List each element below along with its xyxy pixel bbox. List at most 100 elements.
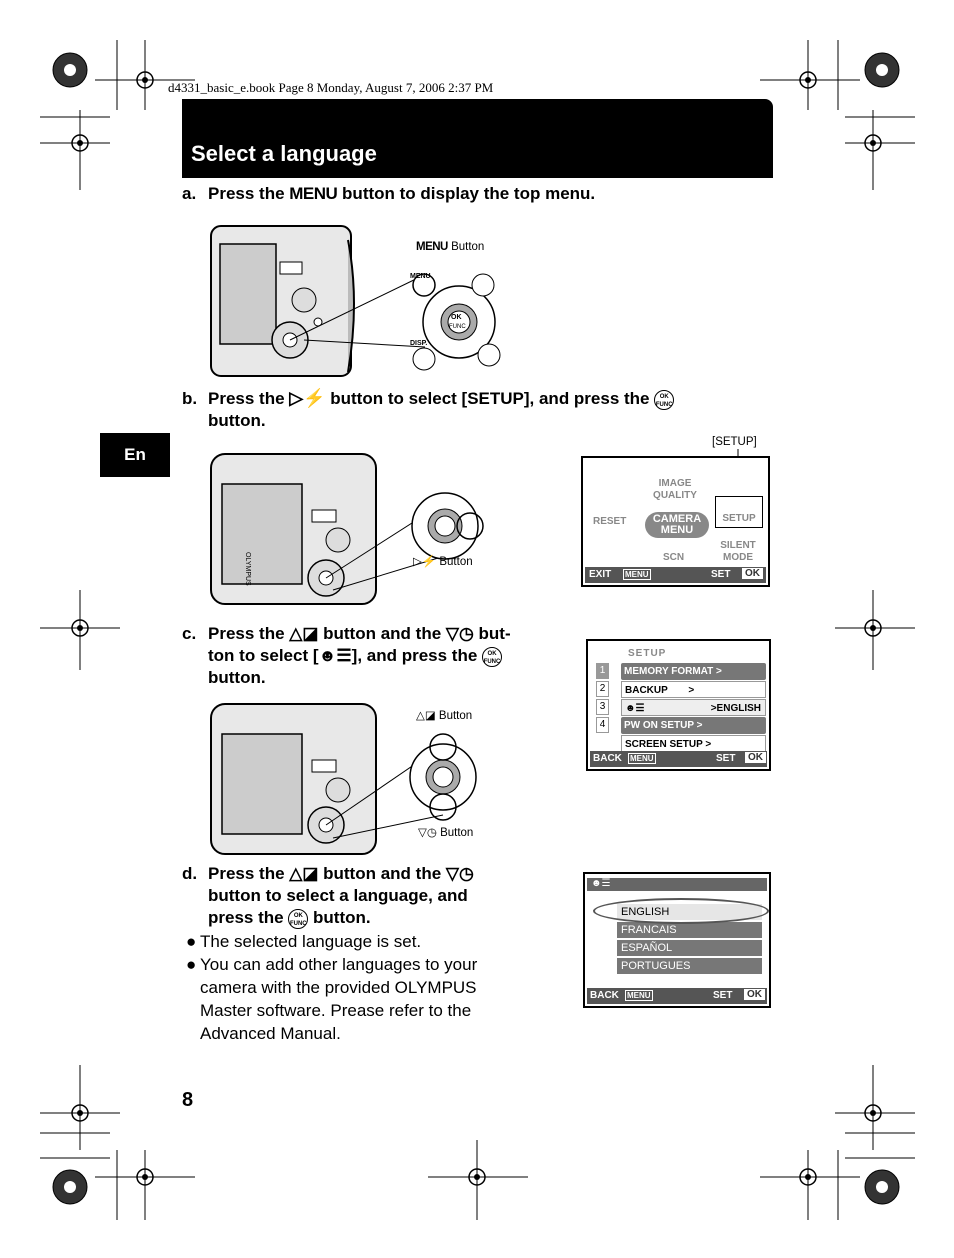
language-icon: ☻☰ bbox=[591, 878, 611, 889]
row-arrow: > bbox=[705, 739, 712, 750]
bullet-text: Master software. Prease refer to the bbox=[200, 1001, 472, 1020]
step-a-text2: button to display the top menu. bbox=[337, 184, 596, 203]
right-flash-icon: ▷⚡ bbox=[289, 388, 326, 408]
language-status-bar: BACK MENU SET OK bbox=[587, 988, 767, 1004]
bullet-item-cont: Master software. Prease refer to the bbox=[186, 999, 477, 1022]
menu-word: MENU bbox=[289, 184, 338, 203]
step-d-text2: button and the bbox=[318, 864, 446, 883]
back-label: BACK bbox=[593, 753, 622, 764]
step-a: a. Press the MENU button to display the t… bbox=[182, 183, 595, 205]
caption-menu-word: MENU bbox=[416, 241, 448, 253]
exit-label: EXIT bbox=[589, 569, 612, 580]
language-row-espanol[interactable]: ESPAÑOL bbox=[617, 940, 762, 956]
bullet-text: Advanced Manual. bbox=[200, 1024, 341, 1043]
up-exposure-icon: △◪ bbox=[289, 624, 319, 643]
setup-page-1: 1 bbox=[596, 663, 609, 679]
bullet-item-cont: Advanced Manual. bbox=[186, 1022, 477, 1045]
language-row-portugues[interactable]: PORTUGUES bbox=[617, 958, 762, 974]
menu-btn-label: MENU bbox=[410, 273, 431, 280]
step-d-label: d. bbox=[182, 864, 198, 883]
reset-label: RESET bbox=[593, 516, 627, 527]
bullet-item: ●You can add other languages to your bbox=[186, 955, 478, 974]
bullet-list: ●The selected language is set. ●You can … bbox=[186, 930, 477, 1045]
language-value: >ENGLISH bbox=[711, 700, 761, 717]
row-arrow: > bbox=[696, 720, 703, 731]
camera-back-illustration-3 bbox=[210, 703, 477, 855]
exit-menu-btn: MENU bbox=[623, 569, 651, 580]
right-button-caption: ▷⚡ Button bbox=[413, 556, 473, 568]
step-c: c.Press the △◪ button and the ▽◷ but- to… bbox=[182, 623, 511, 689]
step-d-text1: Press the bbox=[208, 864, 290, 883]
row-arrow: > bbox=[716, 666, 722, 677]
up-exposure-icon: △◪ bbox=[289, 864, 319, 883]
step-b-text3: button. bbox=[208, 411, 266, 430]
print-header: d4331_basic_e.book Page 8 Monday, August… bbox=[168, 80, 494, 95]
step-c-text4: ton to select [ bbox=[208, 646, 319, 665]
language-menu-screen: ☻☰ ENGLISH FRANCAIS ESPAÑOL PORTUGUES BA… bbox=[583, 872, 771, 1008]
func-label: FUNC bbox=[449, 324, 466, 330]
setup-row-memory-format[interactable]: MEMORY FORMAT > bbox=[621, 663, 766, 680]
bullet-text: You can add other languages to your bbox=[200, 955, 478, 974]
page-number: 8 bbox=[182, 1089, 194, 1111]
bullet-item-cont: camera with the provided OLYMPUS bbox=[186, 976, 477, 999]
camera-menu-label: CAMERA MENU bbox=[645, 512, 709, 538]
bullet-item: ●The selected language is set. bbox=[186, 932, 422, 951]
setup-row-language[interactable]: ☻☰ >ENGLISH bbox=[621, 699, 766, 716]
back-menu-btn: MENU bbox=[625, 990, 653, 1001]
setup-row-pw-on-setup[interactable]: PW ON SETUP > bbox=[621, 717, 766, 734]
step-c-text3: but- bbox=[473, 624, 511, 643]
silent-mode-label: SILENT MODE bbox=[720, 540, 756, 563]
step-b-text2: button to select [SETUP], and press the bbox=[325, 389, 655, 408]
right-button-caption-text: Button bbox=[439, 556, 473, 568]
bullet-text: The selected language is set. bbox=[200, 932, 422, 951]
step-d-text4: press the bbox=[208, 908, 289, 927]
up-button-caption: △◪ Button bbox=[416, 710, 473, 722]
language-icon: ☻☰ bbox=[625, 703, 645, 714]
step-c-text2: button and the bbox=[318, 624, 446, 643]
step-d: d. Press the △◪ button and the ▽◷ button … bbox=[182, 863, 474, 929]
set-label: SET bbox=[711, 569, 731, 580]
ok-badge: OK bbox=[745, 752, 766, 763]
step-b: b. Press the ▷⚡ button to select [SETUP],… bbox=[182, 387, 675, 432]
step-c-label: c. bbox=[182, 624, 197, 643]
setup-page-3: 3 bbox=[596, 699, 609, 715]
image-quality-label: IMAGE QUALITY bbox=[653, 478, 697, 501]
set-label: SET bbox=[716, 753, 736, 764]
down-button-caption: ▽◷ Button bbox=[418, 827, 474, 839]
step-d-text3: button to select a language, and bbox=[208, 886, 468, 905]
setup-row-label: MEMORY FORMAT bbox=[624, 666, 714, 677]
title-bar: Select a language bbox=[182, 99, 773, 178]
setup-caption: [SETUP] bbox=[712, 436, 757, 448]
language-icon: ☻☰ bbox=[318, 646, 352, 665]
ok-badge: OK bbox=[744, 989, 765, 1000]
setup-row-label: PW ON SETUP bbox=[624, 720, 694, 731]
ok-badge: OK bbox=[742, 568, 763, 579]
language-header: ☻☰ bbox=[587, 878, 767, 891]
menu-button-caption: MENU Button bbox=[416, 241, 484, 253]
step-a-text1: Press the bbox=[208, 184, 290, 203]
bullet-text: camera with the provided OLYMPUS bbox=[200, 978, 477, 997]
step-c-text6: button. bbox=[208, 668, 266, 687]
step-b-label: b. bbox=[182, 389, 198, 408]
setup-row-label: SCREEN SETUP bbox=[625, 739, 703, 750]
setup-menu-screen: SETUP 1 2 3 4 MEMORY FORMAT > BACKUP > ☻… bbox=[586, 639, 771, 771]
scn-label: SCN bbox=[663, 552, 685, 563]
setup-row-screen-setup[interactable]: SCREEN SETUP > bbox=[621, 735, 766, 752]
back-menu-btn: MENU bbox=[628, 753, 656, 764]
language-row-francais[interactable]: FRANCAIS bbox=[617, 922, 762, 938]
down-selftimer-icon: ▽◷ bbox=[445, 864, 474, 883]
step-a-label: a. bbox=[182, 184, 197, 203]
step-b-text1: Press the bbox=[208, 389, 290, 408]
page-title: Select a language bbox=[191, 141, 377, 166]
setup-row-label: BACKUP bbox=[625, 685, 668, 696]
up-button-caption-text: Button bbox=[438, 710, 473, 722]
setup-row-backup[interactable]: BACKUP > bbox=[621, 681, 766, 698]
brand-label: OLYMPUS bbox=[244, 552, 251, 586]
down-selftimer-icon: ▽◷ bbox=[445, 624, 474, 643]
row-arrow: > bbox=[710, 703, 717, 714]
language-tab: En bbox=[100, 433, 170, 477]
